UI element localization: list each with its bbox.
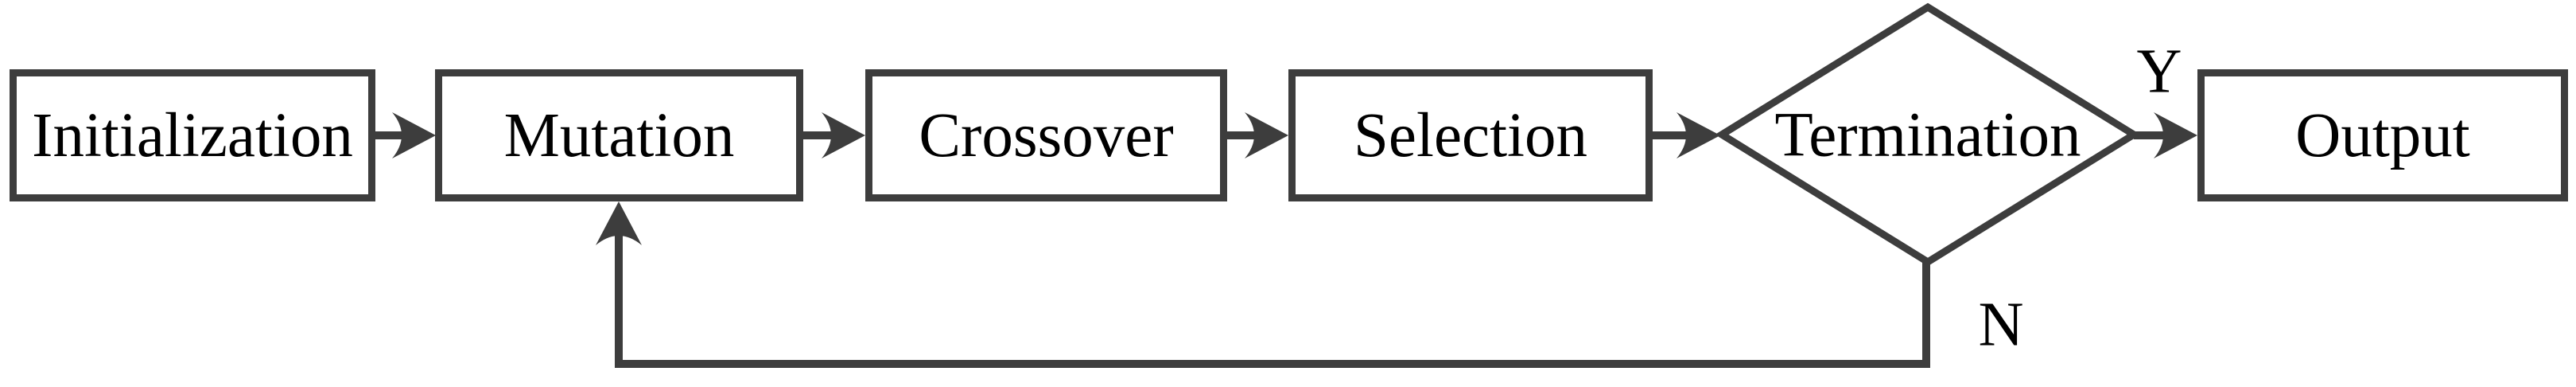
branch-label-no: N [1978, 290, 2024, 360]
edge-termination-to-output [2134, 112, 2197, 158]
arrowhead-right-icon [1677, 112, 1720, 158]
node-mutation: Mutation [435, 69, 803, 201]
node-crossover: Crossover [865, 69, 1227, 201]
arrowhead-up-icon [596, 201, 642, 245]
arrowhead-right-icon [2154, 112, 2197, 158]
edge-selection-to-termination [1651, 112, 1720, 158]
arrowhead-right-icon [392, 112, 436, 158]
node-output: Output [2197, 69, 2568, 201]
edge-mutation-to-crossover [802, 112, 865, 158]
arrowhead-right-icon [822, 112, 865, 158]
arrowhead-right-icon [1245, 112, 1288, 158]
node-crossover-label: Crossover [919, 100, 1174, 170]
edge-termination-to-mutation [596, 201, 1930, 368]
node-initialization-label: Initialization [32, 100, 353, 170]
node-termination-label: Termination [1774, 100, 2081, 170]
node-mutation-label: Mutation [503, 100, 735, 170]
branch-label-yes: Y [2136, 37, 2182, 107]
node-selection-label: Selection [1354, 100, 1587, 170]
node-initialization: Initialization [10, 69, 375, 201]
node-selection: Selection [1288, 69, 1653, 201]
edge-initialization-to-mutation [374, 112, 436, 158]
edge-crossover-to-selection [1226, 112, 1288, 158]
node-output-label: Output [2295, 100, 2470, 170]
